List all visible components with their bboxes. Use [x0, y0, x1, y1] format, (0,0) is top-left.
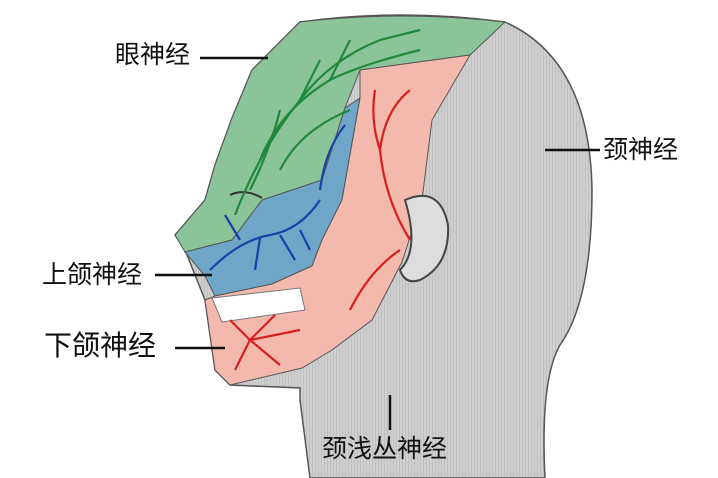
label-mandibular-nerve: 下颌神经 — [44, 329, 157, 362]
label-maxillary-nerve: 上颌神经 — [42, 260, 143, 289]
ear — [398, 195, 450, 283]
maxillary-nerve-branches — [209, 124, 346, 271]
label-cervical-nerve: 颈神经 — [603, 135, 679, 164]
label-leader-lines — [155, 56, 600, 430]
teeth — [211, 287, 306, 323]
ophthalmic-region — [174, 15, 507, 253]
label-superficial-cervical-plexus: 颈浅丛神经 — [322, 434, 448, 463]
label-ophthalmic-nerve: 眼神经 — [115, 40, 191, 69]
mandibular-nerve-branches — [229, 89, 411, 371]
ophthalmic-nerve-branches — [233, 28, 421, 216]
